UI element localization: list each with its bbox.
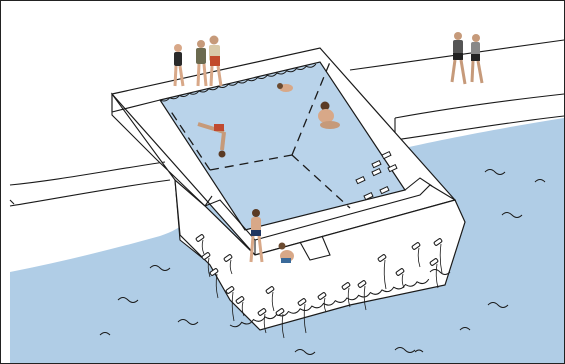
- tidal-pool-diagram: [0, 0, 565, 364]
- diagram-canvas: [0, 0, 565, 364]
